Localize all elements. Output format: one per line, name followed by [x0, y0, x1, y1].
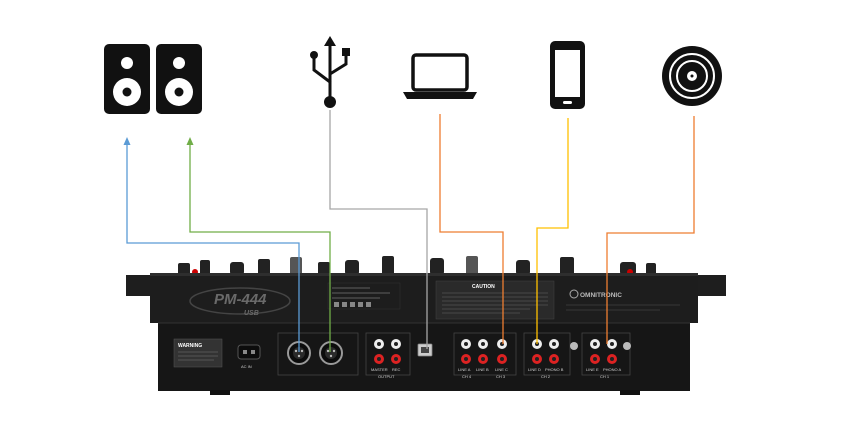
ground-terminal-a[interactable]	[623, 342, 631, 350]
smartphone-icon	[550, 41, 585, 109]
phono-a-label: PHONO A	[603, 367, 622, 372]
model-name: PM-444	[214, 291, 267, 308]
line-c-label: LINE C	[495, 367, 508, 372]
arrow-speaker-right	[186, 137, 194, 145]
brand-logo: OMNITRONIC	[566, 289, 680, 311]
cable-phone	[536, 118, 569, 344]
xlr-output-right[interactable]	[319, 341, 343, 365]
caution-text: CAUTION	[472, 284, 495, 290]
brand-text: OMNITRONIC	[580, 292, 622, 299]
warning-text: WARNING	[178, 343, 202, 349]
power-inlet: AC IN	[237, 344, 261, 369]
mixer-logo: PM-444 USB	[189, 287, 291, 317]
rca-master-rec[interactable]	[374, 339, 401, 364]
vinyl-record-icon	[662, 46, 722, 106]
laptop-icon	[403, 53, 477, 99]
line-a-label: LINE A	[458, 367, 471, 372]
rca-ch4-inputs[interactable]	[461, 339, 488, 364]
caution-label: CAUTION	[435, 280, 555, 320]
line-b-label: LINE B	[476, 367, 489, 372]
ch4-label: CH 4	[462, 374, 472, 379]
rca-line-c[interactable]	[497, 339, 507, 364]
phono-b-label: PHONO B	[545, 367, 564, 372]
ground-terminal-b[interactable]	[570, 342, 578, 350]
cable-turntable	[606, 116, 695, 344]
cable-speaker-left	[126, 140, 300, 352]
line-d-label: LINE D	[528, 367, 541, 372]
power-label: AC IN	[241, 364, 252, 369]
mixer-top-controls	[178, 256, 656, 275]
cable-usb	[329, 110, 428, 349]
ch3-label: CH 3	[496, 374, 506, 379]
usb-icon	[310, 36, 350, 108]
dj-mixer-rear-panel: PM-444 USB CAUTION	[126, 256, 726, 395]
output-label: OUTPUT	[378, 374, 395, 379]
cable-laptop	[439, 114, 504, 344]
rca-ch1-inputs[interactable]	[590, 339, 617, 364]
arrow-speaker-left	[123, 137, 131, 145]
speakers-icon	[104, 44, 202, 114]
ch2-label: CH 2	[541, 374, 551, 379]
cable-speaker-right	[189, 140, 331, 352]
model-sub: USB	[244, 310, 259, 317]
line-e-label: LINE E	[586, 367, 599, 372]
warning-label: WARNING	[173, 338, 223, 368]
ch1-label: CH 1	[600, 374, 610, 379]
rec-label: REC	[392, 367, 401, 372]
usb-port[interactable]	[417, 343, 433, 357]
master-label: MASTER	[371, 367, 388, 372]
spec-label	[327, 282, 401, 310]
